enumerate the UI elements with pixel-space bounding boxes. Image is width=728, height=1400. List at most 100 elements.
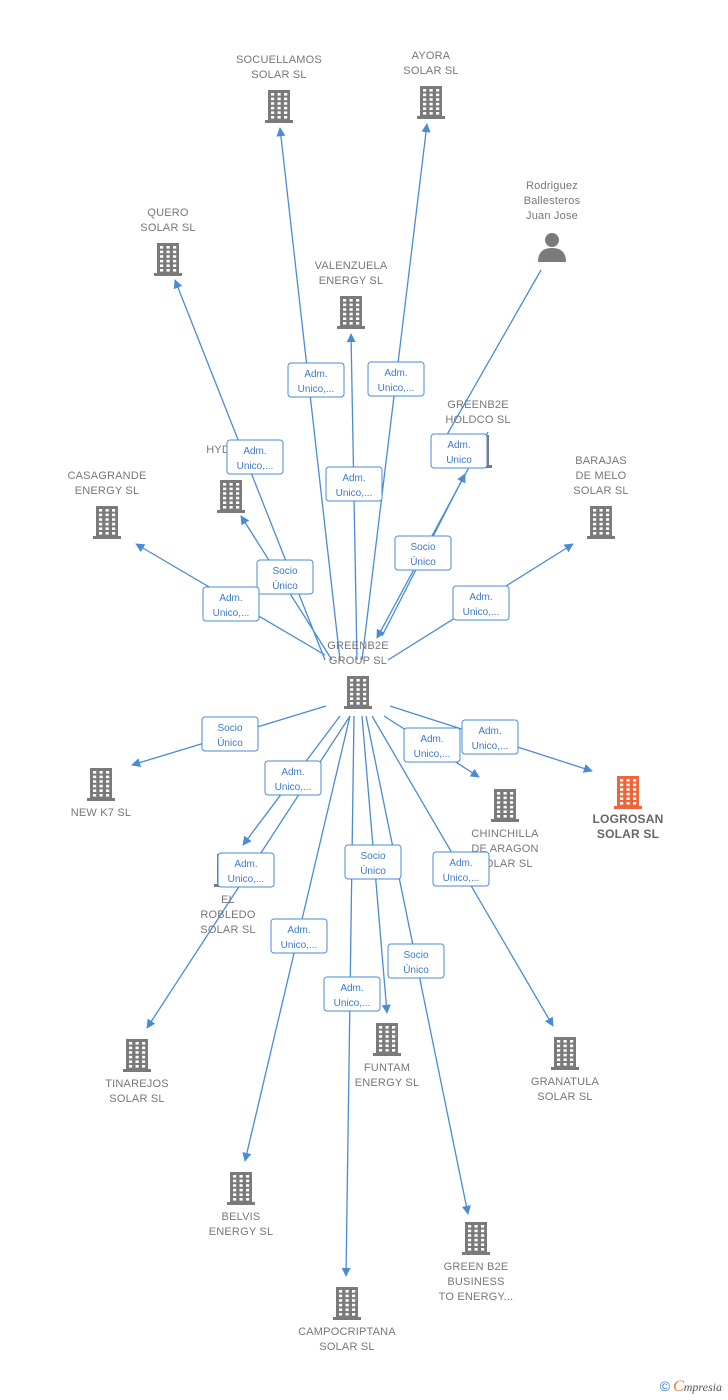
edge-label-greenb2e_group-to-greenb2e_holdco[interactable]: Adm.Unico (430, 433, 488, 469)
edge-label-greenb2e_group-to-tinarejos[interactable]: Adm.Unico,... (217, 852, 275, 888)
edge-label-text: Adm. (287, 925, 310, 936)
node-label: SOLAR SL (537, 1091, 592, 1103)
node-label: SOLAR SL (319, 1341, 374, 1353)
edge-label-greenb2e_group-to-chinchilla[interactable]: Adm.Unico,... (403, 727, 461, 763)
edge-label-box (202, 586, 260, 622)
edge-label-box (323, 976, 381, 1012)
edge-label-text: Unico,... (237, 461, 274, 472)
building-icon (551, 1037, 579, 1070)
edge-label-greenb2e_group-to-barajas[interactable]: Adm. Unico,... (452, 585, 510, 621)
edge-label-greenb2e_group-to-socuellamos[interactable]: Adm.Unico,... (287, 362, 345, 398)
building-icon (123, 1039, 151, 1072)
edge-label-box (344, 844, 402, 880)
edge-label-box (287, 362, 345, 398)
edge-label-text: Adm. (219, 593, 242, 604)
brand-name: mpresia (683, 1380, 722, 1394)
edge-label-text: Socio (217, 723, 242, 734)
edge-label-text: Único (217, 736, 243, 749)
edge-label-text: Unico,... (213, 608, 250, 619)
edge-label-text: Socio (360, 851, 385, 862)
edge-label-box (256, 559, 314, 595)
node-label: SOLAR SL (573, 485, 628, 497)
node-label: SOCUELLAMOS (236, 54, 322, 66)
edge-label-greenb2e_group-to-casagrande[interactable]: Adm. Unico,... (202, 586, 260, 622)
edge-label-box (432, 851, 490, 887)
node-tinarejos[interactable]: TINAREJOS SOLAR SL (105, 1039, 169, 1105)
edge-label-text: Único (403, 963, 429, 976)
edge-label-text: Adm. (342, 473, 365, 484)
edge-label-text: Adm. (447, 440, 470, 451)
node-label: ENERGY SL (75, 485, 140, 497)
edge-label-text: Unico,... (414, 749, 451, 760)
edge-label-greenb2e_group-to-quero[interactable]: Adm.Unico,... (226, 439, 284, 475)
edge-label-box (367, 361, 425, 397)
edge-label-greenb2e_group-to-el_robledo[interactable]: Adm.Unico,... (264, 760, 322, 796)
building-icon (491, 789, 519, 822)
edge-label-box (430, 433, 488, 469)
node-label: SOLAR SL (109, 1093, 164, 1105)
edge-label-text: Adm. (234, 859, 257, 870)
node-label: Ballesteros (524, 195, 581, 207)
edge-label-greenb2e_group-to-logrosan[interactable]: Adm. Unico,... (461, 719, 519, 755)
building-icon (344, 676, 372, 709)
building-icon (614, 776, 642, 809)
edge-label-greenb2e_group-to-campocriptana[interactable]: Adm. Unico,... (323, 976, 381, 1012)
edge-label-text: Unico,... (463, 607, 500, 618)
node-label: QUERO (147, 207, 189, 219)
edge-label-text: Unico,... (472, 741, 509, 752)
node-label: TINAREJOS (105, 1078, 169, 1090)
edge-label-text: Unico,... (334, 998, 371, 1009)
node-label: GRANATULA (531, 1076, 600, 1088)
building-icon (87, 768, 115, 801)
edge-label-greenb2e_group-to-granatula[interactable]: Adm.Unico,... (432, 851, 490, 887)
node-label: SOLAR SL (597, 827, 659, 841)
edge-label-box (270, 918, 328, 954)
edge-label-text: Adm. (469, 592, 492, 603)
node-label: ROBLEDO (200, 909, 255, 921)
edge-label-text: Adm. (340, 983, 363, 994)
edge-label-text: Único (272, 579, 298, 592)
edge-label-text: Adm. (478, 726, 501, 737)
node-label: ENERGY SL (319, 275, 384, 287)
edge-label-greenb2e_group-to-belvis[interactable]: Adm.Unico,... (270, 918, 328, 954)
node-label: HOLDCO SL (445, 414, 510, 426)
node-label: TO ENERGY... (439, 1291, 514, 1303)
edge-label-box (461, 719, 519, 755)
building-icon (587, 506, 615, 539)
edge-label-box (394, 535, 452, 571)
edge-label-greenb2e_group-to-ayora[interactable]: Adm.Unico,... (367, 361, 425, 397)
building-icon (337, 296, 365, 329)
node-granatula[interactable]: GRANATULA SOLAR SL (531, 1037, 600, 1103)
building-icon (154, 243, 182, 276)
edge-label-text: Unico,... (443, 873, 480, 884)
node-label: SOLAR SL (477, 858, 532, 870)
node-label: SOLAR SL (403, 65, 458, 77)
edge-label-box (217, 852, 275, 888)
node-newk7[interactable]: NEW K7 SL (71, 768, 132, 819)
node-label: GREEN B2E (444, 1261, 509, 1273)
edge-label-box (201, 716, 259, 752)
edge-label-greenb2e_group-to-valenzuela[interactable]: Adm. Unico,... (325, 466, 383, 502)
edge-label-text: Unico,... (336, 488, 373, 499)
copyright-icon: © (659, 1378, 671, 1394)
edge-label-text: Socio (272, 566, 297, 577)
